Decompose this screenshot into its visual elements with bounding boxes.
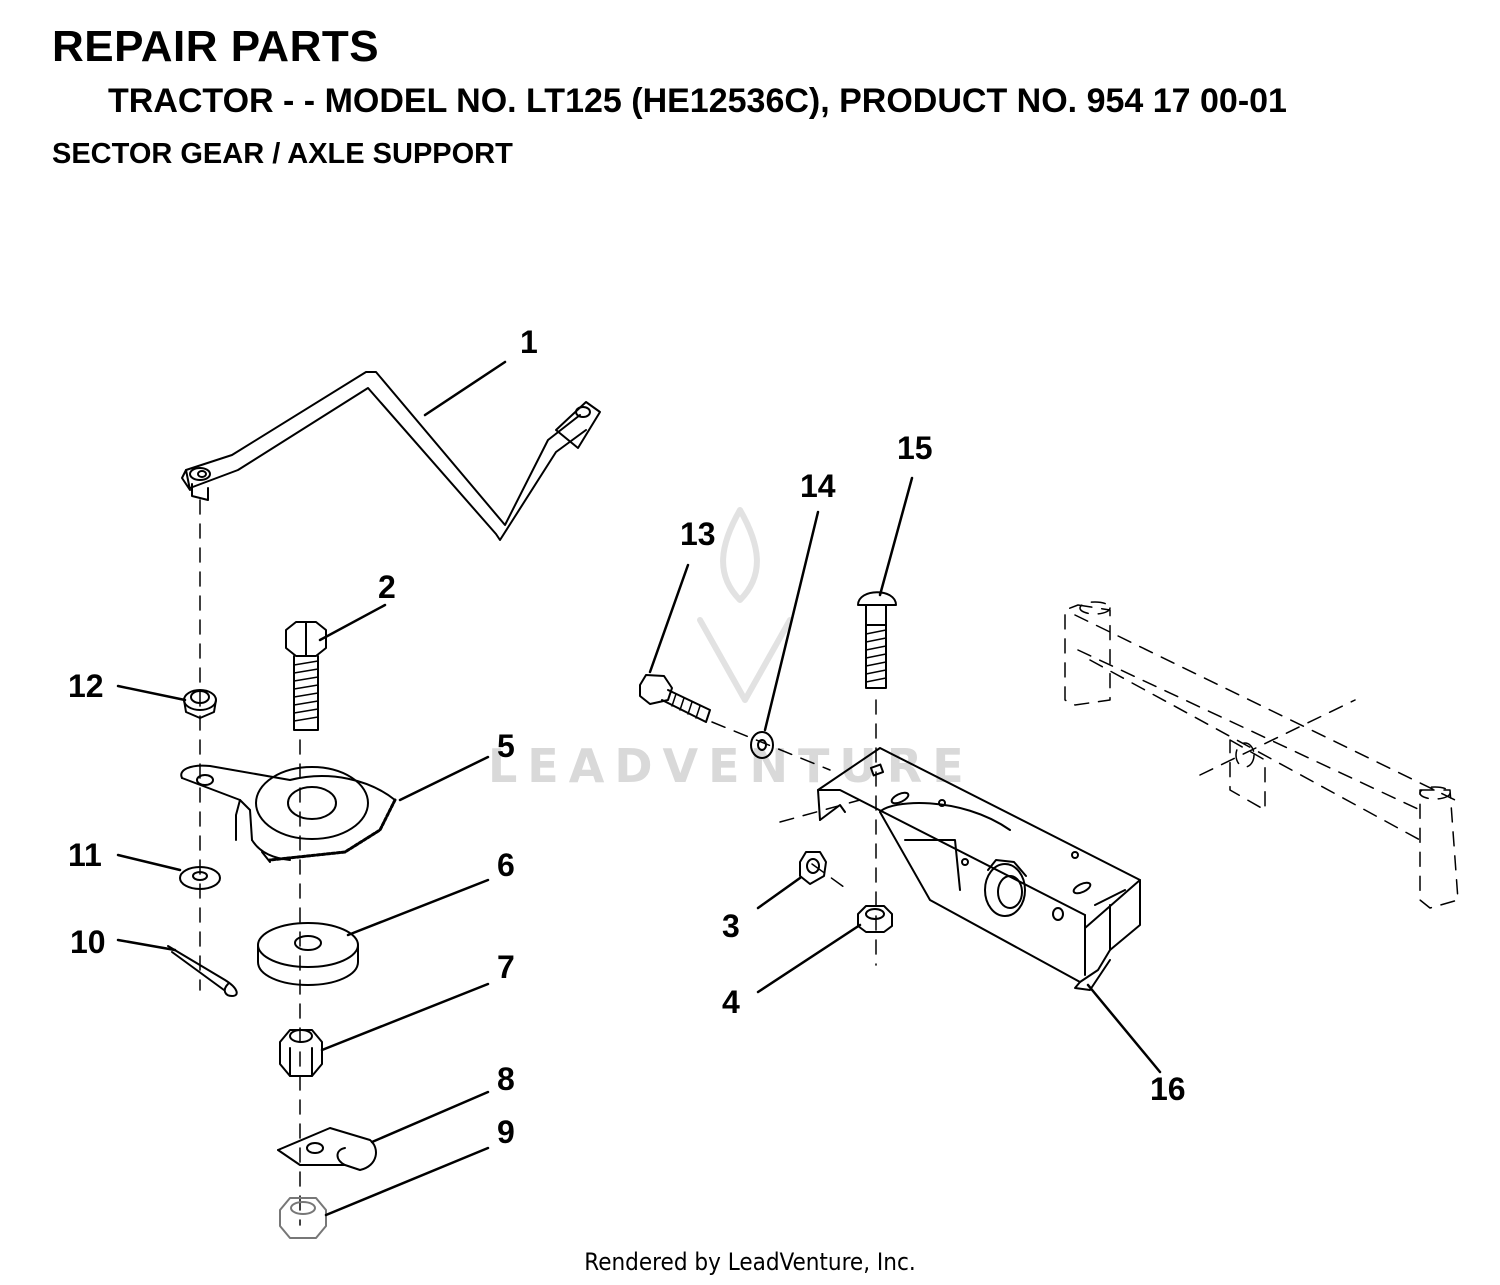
axle-phantom	[1064, 601, 1459, 909]
callout-13: 13	[680, 516, 716, 552]
callout-5: 5	[497, 728, 515, 764]
bolt-part-2	[285, 621, 327, 731]
callout-8: 8	[497, 1061, 515, 1097]
section-title: SECTOR GEAR / AXLE SUPPORT	[52, 138, 513, 170]
callout-10: 10	[70, 924, 106, 960]
hex-nut-part-7	[279, 1029, 323, 1077]
model-subtitle: TRACTOR - - MODEL NO. LT125 (HE12536C), …	[108, 82, 1287, 120]
clip-part-8	[277, 1127, 377, 1171]
washer-part-11	[179, 866, 221, 890]
carriage-bolt-part-15	[857, 591, 897, 689]
callout-16: 16	[1150, 1071, 1186, 1107]
cotter-pin-part-10	[167, 945, 238, 997]
callout-3: 3	[722, 908, 740, 944]
callout-2: 2	[378, 569, 396, 605]
callout-11: 11	[68, 837, 102, 873]
callout-6: 6	[497, 847, 515, 883]
callout-4: 4	[722, 984, 740, 1020]
sector-gear-part-5	[180, 764, 397, 863]
spacer-part-6	[257, 922, 359, 986]
nut-part-4	[857, 905, 893, 933]
washer-part-14	[750, 731, 774, 759]
callout-15: 15	[897, 430, 933, 466]
callout-7: 7	[497, 949, 515, 985]
callout-1: 1	[520, 324, 538, 360]
watermark-text: LEADVENTURE	[488, 739, 974, 793]
hex-nut-part-9	[279, 1197, 327, 1239]
drag-link-part-1	[181, 371, 601, 541]
axle-support-part-16	[817, 747, 1141, 991]
watermark-logo	[697, 507, 793, 703]
callout-14: 14	[800, 468, 836, 504]
page-title: REPAIR PARTS	[52, 22, 380, 71]
bolt-part-13	[639, 674, 711, 723]
callout-9: 9	[497, 1114, 515, 1150]
footer-credit: Rendered by LeadVenture, Inc.	[584, 1248, 916, 1276]
nut-part-3	[799, 851, 827, 885]
callout-12: 12	[68, 668, 104, 704]
